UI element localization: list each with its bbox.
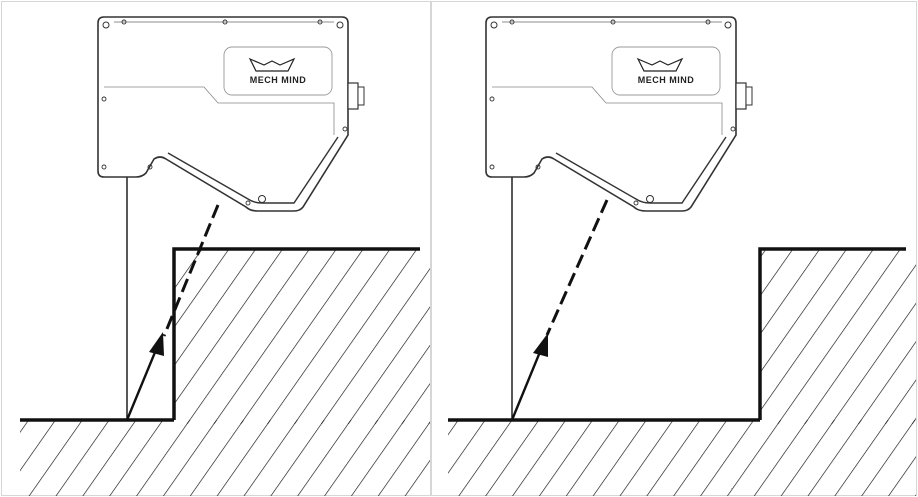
screw-icon xyxy=(646,195,654,203)
screw-icon xyxy=(633,200,639,206)
screw-icon xyxy=(730,126,736,132)
laser-profiler-device-right: MECH MIND xyxy=(485,16,753,212)
device-inner-edge xyxy=(104,86,335,135)
device-inner-edge xyxy=(492,86,723,135)
screw-icon xyxy=(222,19,228,25)
screw-icon xyxy=(258,195,266,203)
screw-icon xyxy=(317,19,323,25)
screw-icon xyxy=(490,21,498,29)
panel-right: MECH MIND xyxy=(448,16,916,496)
reflected-beam-left xyxy=(125,344,160,421)
screw-icon xyxy=(147,164,153,170)
reflected-beam-right xyxy=(510,346,544,421)
device-body xyxy=(485,16,737,212)
screw-icon xyxy=(705,19,711,25)
connector-icon xyxy=(735,82,747,110)
screw-icon xyxy=(610,19,616,25)
device-window xyxy=(555,136,727,204)
device-body xyxy=(97,16,349,212)
brand-logo-text: MECH MIND xyxy=(638,75,695,85)
step-hatch-left xyxy=(174,249,430,424)
screw-icon xyxy=(489,96,495,102)
screw-icon xyxy=(509,19,515,25)
mech-mind-logo-icon xyxy=(248,57,296,72)
connector-cap xyxy=(745,86,753,106)
screw-icon xyxy=(724,21,732,29)
beam-arrowhead-left xyxy=(149,332,164,356)
panel-left: MECH MIND xyxy=(20,16,430,496)
step-hatch-right xyxy=(760,249,916,424)
brand-logo-text: MECH MIND xyxy=(250,75,307,85)
ground-hatch-right xyxy=(448,420,916,496)
step-outline-right xyxy=(758,247,906,420)
screw-icon xyxy=(535,164,541,170)
screw-icon xyxy=(101,96,107,102)
screw-icon xyxy=(336,21,344,29)
laser-beam-dashed-right xyxy=(545,199,609,336)
screw-icon xyxy=(101,164,107,170)
laser-profiler-device-left: MECH MIND xyxy=(97,16,365,212)
screw-icon xyxy=(342,126,348,132)
screw-icon xyxy=(121,19,127,25)
laser-beam-dashed-left xyxy=(162,204,220,337)
step-outline-left xyxy=(172,247,420,420)
device-window xyxy=(167,136,339,204)
screw-icon xyxy=(489,164,495,170)
screw-icon xyxy=(102,21,110,29)
connector-cap xyxy=(357,86,365,106)
connector-icon xyxy=(347,82,359,110)
beam-arrowhead-right xyxy=(533,333,548,357)
ground-hatch-left xyxy=(20,420,430,496)
mech-mind-logo-icon xyxy=(636,57,684,72)
screw-icon xyxy=(245,200,251,206)
